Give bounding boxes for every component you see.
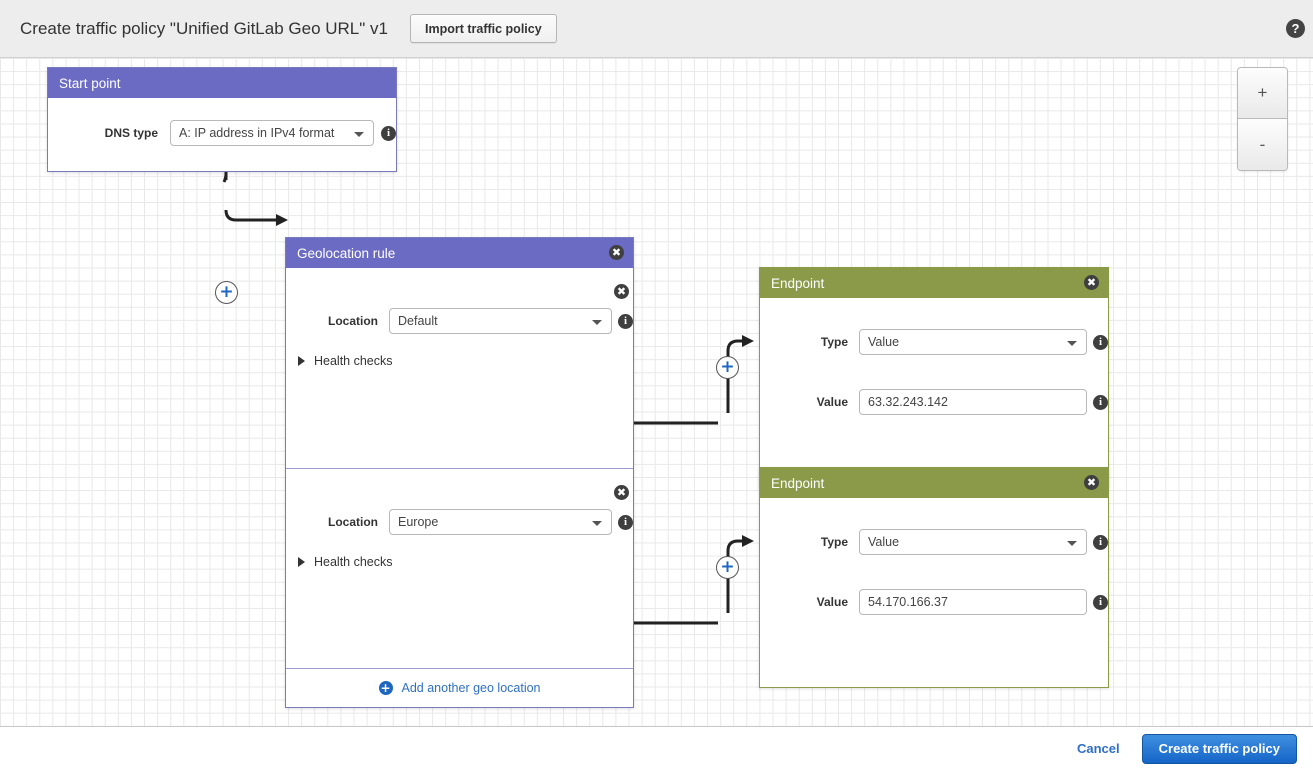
chevron-down-icon xyxy=(592,320,602,325)
dns-type-value: A: IP address in IPv4 format xyxy=(179,126,335,140)
endpoint-2-body: Type Value i Value 54.170.166.37 i xyxy=(760,498,1108,615)
endpoint-1-body: Type Value i Value 63.32.243.142 i xyxy=(760,298,1108,415)
create-traffic-policy-button[interactable]: Create traffic policy xyxy=(1141,733,1297,764)
geolocation-rule-node[interactable]: Geolocation rule ✖ ✖ Location Default i … xyxy=(285,237,634,708)
close-icon[interactable]: ✖ xyxy=(1084,475,1099,490)
start-point-node[interactable]: Start point DNS type A: IP address in IP… xyxy=(47,67,397,172)
import-traffic-policy-button[interactable]: Import traffic policy xyxy=(409,14,557,43)
zoom-out-button[interactable]: - xyxy=(1238,119,1287,170)
add-node-default-branch[interactable]: + xyxy=(716,356,739,379)
endpoint-1-value-info-icon[interactable]: i xyxy=(1093,394,1108,410)
endpoint-2-value: 54.170.166.37 xyxy=(868,595,948,609)
start-point-body: DNS type A: IP address in IPv4 format i xyxy=(48,98,396,172)
endpoint-2-type-select[interactable]: Value xyxy=(859,529,1087,555)
location-1-select[interactable]: Default xyxy=(389,308,612,334)
endpoint-node-2[interactable]: Endpoint ✖ Type Value i Value 54.170.166… xyxy=(759,467,1109,688)
dns-type-label: DNS type xyxy=(104,126,158,140)
policy-canvas[interactable]: + - + + + Start point xyxy=(0,58,1313,727)
location-1-value: Default xyxy=(398,314,438,328)
location-1-row: Location Default i xyxy=(286,268,633,334)
chevron-down-icon xyxy=(1067,341,1077,346)
cancel-button[interactable]: Cancel xyxy=(1076,741,1120,756)
endpoint-2-type-label: Type xyxy=(820,535,848,549)
endpoint-1-value-input[interactable]: 63.32.243.142 xyxy=(859,389,1087,415)
plus-icon: + xyxy=(378,681,393,695)
chevron-right-icon xyxy=(298,356,305,366)
endpoint-1-type-value: Value xyxy=(868,335,900,349)
health-checks-toggle-2[interactable]: Health checks xyxy=(286,535,633,569)
endpoint-1-header: Endpoint ✖ xyxy=(760,268,1108,298)
chevron-right-icon xyxy=(298,557,305,567)
remove-location-1-icon[interactable]: ✖ xyxy=(614,284,629,299)
endpoint-1-type-select[interactable]: Value xyxy=(859,329,1087,355)
endpoint-2-value-input[interactable]: 54.170.166.37 xyxy=(859,589,1087,615)
help-icon[interactable]: ? xyxy=(1286,19,1305,38)
location-2-value: Europe xyxy=(398,515,439,529)
endpoint-2-type-row: Type Value i xyxy=(760,498,1108,555)
add-another-geo-location-label: Add another geo location xyxy=(401,681,541,695)
start-point-header: Start point xyxy=(48,68,396,98)
top-header-bar: Create traffic policy "Unified GitLab Ge… xyxy=(0,0,1313,58)
location-1-info-icon[interactable]: i xyxy=(618,313,633,329)
location-2-label: Location xyxy=(328,515,378,529)
dns-type-info-icon[interactable]: i xyxy=(381,125,396,141)
chevron-down-icon xyxy=(1067,541,1077,546)
zoom-in-button[interactable]: + xyxy=(1238,68,1287,119)
add-node-europe-branch[interactable]: + xyxy=(716,556,739,579)
start-point-title: Start point xyxy=(59,75,121,91)
endpoint-1-type-label: Type xyxy=(820,335,848,349)
chevron-down-icon xyxy=(592,521,602,526)
health-checks-label-1: Health checks xyxy=(314,354,393,368)
page-title: Create traffic policy "Unified GitLab Ge… xyxy=(20,18,388,38)
connector-rule-to-endpoint-2 xyxy=(630,535,754,625)
geolocation-rule-header: Geolocation rule ✖ xyxy=(286,238,633,268)
remove-location-2-icon[interactable]: ✖ xyxy=(614,485,629,500)
endpoint-1-type-row: Type Value i xyxy=(760,298,1108,355)
endpoint-1-value-label: Value xyxy=(816,395,848,409)
endpoint-1-value-row: Value 63.32.243.142 i xyxy=(760,355,1108,415)
geo-location-section-2: ✖ Location Europe i Health checks xyxy=(286,468,633,668)
endpoint-2-type-info-icon[interactable]: i xyxy=(1093,534,1108,550)
zoom-controls: + - xyxy=(1237,67,1288,171)
endpoint-2-value-row: Value 54.170.166.37 i xyxy=(760,555,1108,615)
close-icon[interactable]: ✖ xyxy=(609,245,624,260)
endpoint-1-title: Endpoint xyxy=(771,275,825,291)
location-1-label: Location xyxy=(328,314,378,328)
health-checks-toggle-1[interactable]: Health checks xyxy=(286,334,633,368)
endpoint-2-value-label: Value xyxy=(816,595,848,609)
close-icon[interactable]: ✖ xyxy=(1084,275,1099,290)
geo-location-section-1: ✖ Location Default i Health checks xyxy=(286,268,633,468)
endpoint-2-value-info-icon[interactable]: i xyxy=(1093,594,1108,610)
chevron-down-icon xyxy=(354,132,364,137)
location-2-info-icon[interactable]: i xyxy=(618,514,633,530)
endpoint-2-header: Endpoint ✖ xyxy=(760,468,1108,498)
endpoint-2-type-value: Value xyxy=(868,535,900,549)
add-node-after-start-point[interactable]: + xyxy=(215,281,238,304)
endpoint-node-1[interactable]: Endpoint ✖ Type Value i Value 63.32.243.… xyxy=(759,267,1109,488)
dns-type-row: DNS type A: IP address in IPv4 format i xyxy=(48,98,396,146)
geolocation-rule-title: Geolocation rule xyxy=(297,245,396,261)
footer-actions: Cancel Create traffic policy xyxy=(0,727,1313,770)
add-another-geo-location-button[interactable]: + Add another geo location xyxy=(286,668,633,707)
endpoint-1-type-info-icon[interactable]: i xyxy=(1093,334,1108,350)
connector-rule-to-endpoint-1 xyxy=(630,335,754,425)
endpoint-1-value: 63.32.243.142 xyxy=(868,395,948,409)
endpoint-2-title: Endpoint xyxy=(771,475,825,491)
location-2-row: Location Europe i xyxy=(286,469,633,535)
health-checks-label-2: Health checks xyxy=(314,555,393,569)
dns-type-select[interactable]: A: IP address in IPv4 format xyxy=(170,120,374,146)
location-2-select[interactable]: Europe xyxy=(389,509,612,535)
